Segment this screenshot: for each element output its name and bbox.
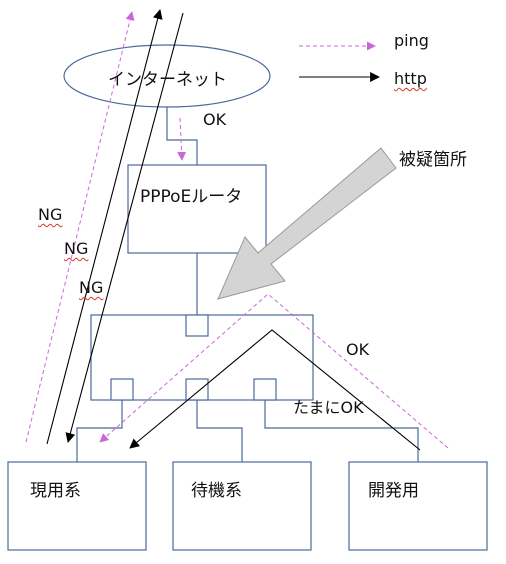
uplink-port (185, 314, 209, 337)
development-server-label: 開発用 (368, 481, 419, 501)
http-path-dev (129, 329, 421, 451)
cable-internet-router (166, 105, 198, 165)
http-paths (46, 9, 421, 451)
internet-ok-label: OK (203, 110, 227, 129)
cable-port2-standby (196, 400, 243, 462)
port-3 (253, 378, 277, 401)
http-path-2 (65, 12, 184, 443)
dev-ok-label: OK (346, 340, 370, 359)
cable-lines (76, 105, 419, 462)
ping-path-down (177, 117, 187, 161)
ng-label-1: NG (38, 205, 63, 224)
legend (299, 41, 380, 82)
cable-port1-production (76, 400, 123, 462)
production-server-box (7, 461, 147, 551)
ping-path-dev (99, 293, 449, 449)
legend-http-label: http (394, 69, 427, 88)
development-server-box (348, 461, 488, 551)
ng-label-2: NG (64, 239, 89, 258)
router-label: PPPoEルータ (140, 187, 243, 207)
production-server-label: 現用系 (30, 481, 81, 501)
ng-label-3: NG (79, 278, 104, 297)
internet-label: インターネット (108, 70, 227, 90)
port-2 (185, 378, 209, 401)
port-1 (110, 378, 134, 401)
ping-paths (25, 11, 449, 449)
standby-server-label: 待機系 (191, 481, 242, 501)
internet-cloud (63, 44, 271, 108)
suspect-label: 被疑箇所 (399, 150, 467, 170)
http-path-1 (46, 9, 163, 445)
cable-port3-development (264, 400, 419, 462)
legend-ping-label: ping (394, 31, 429, 50)
standby-server-box (172, 461, 312, 551)
router-box (127, 164, 267, 254)
ping-path-up (25, 11, 135, 443)
occasional-ok-label: たまにOK (293, 398, 364, 417)
switch (90, 314, 314, 401)
suspect-arrow-icon (217, 147, 397, 300)
